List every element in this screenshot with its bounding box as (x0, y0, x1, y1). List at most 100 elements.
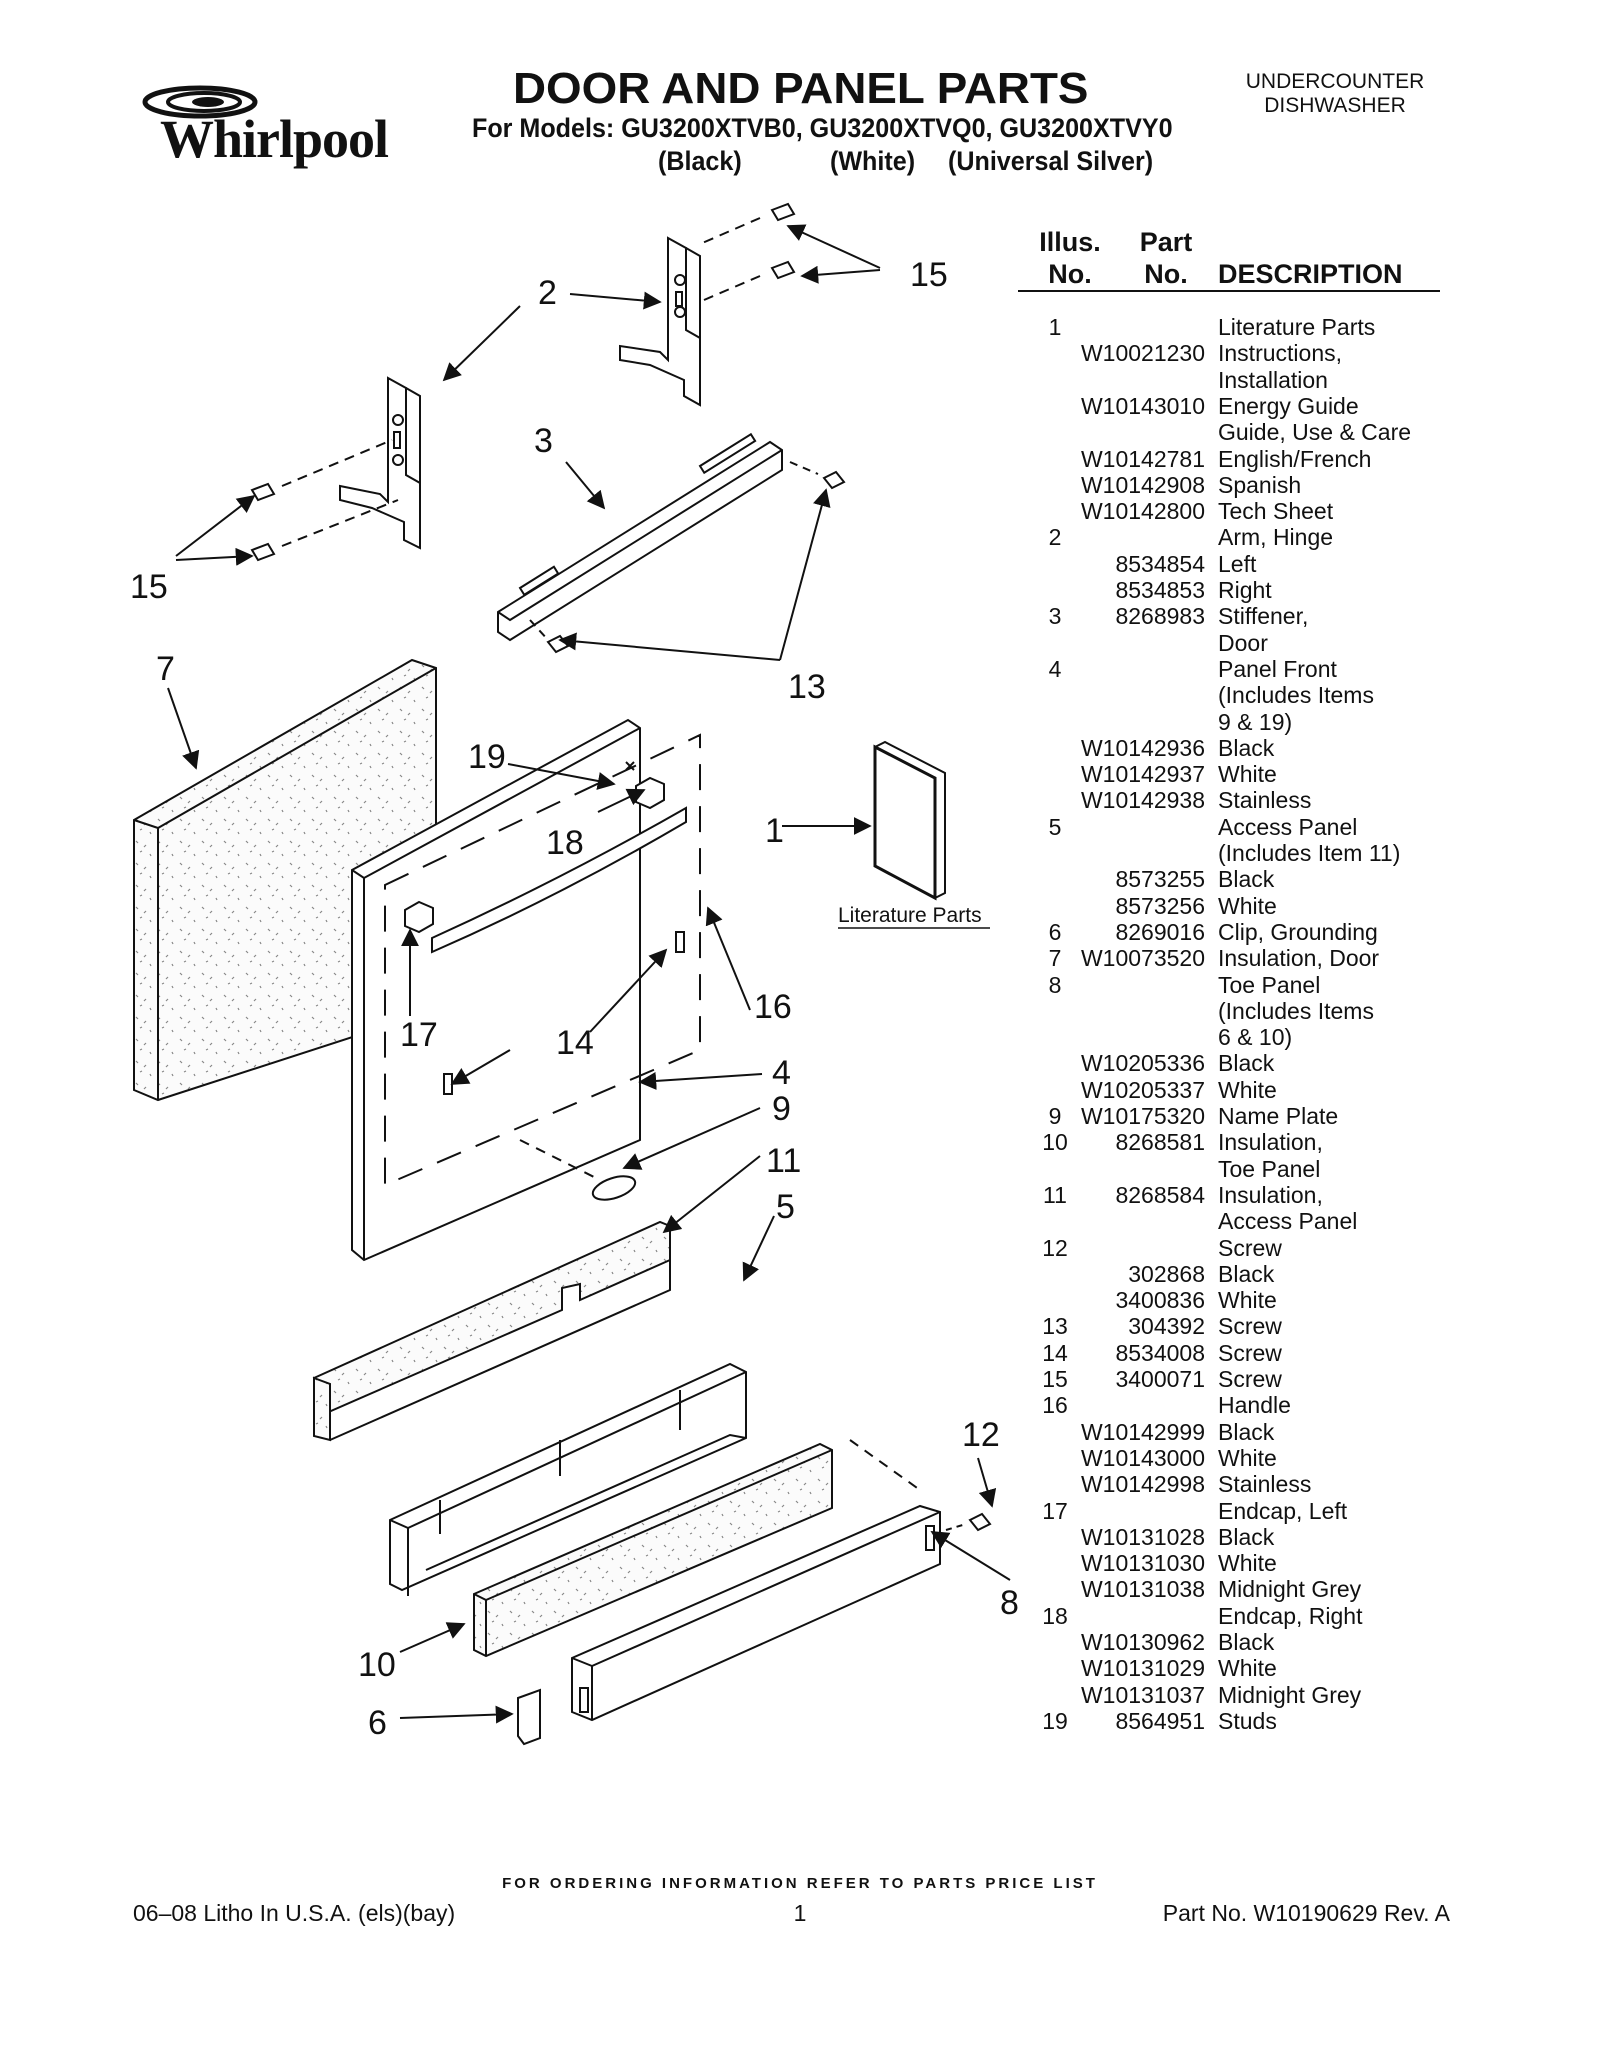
part-description: 9 & 19) (1218, 708, 1293, 735)
part-number: 8268584 (1115, 1181, 1205, 1208)
part-number: W10131030 (1080, 1550, 1205, 1577)
callout-5: 5 (776, 1188, 795, 1226)
table-row: Toe Panel (0, 1156, 1600, 1182)
part-description: Instructions, (1218, 340, 1342, 367)
callout-14: 14 (556, 1024, 594, 1062)
table-row: Guide, Use & Care (0, 419, 1600, 445)
illus-number: 6 (1048, 918, 1062, 945)
toe-panel (571, 1504, 941, 1722)
part-description: Black (1218, 1418, 1275, 1445)
illus-number: 9 (1048, 1103, 1062, 1129)
screw-13-left (546, 634, 570, 654)
callout-15-left: 15 (130, 568, 168, 606)
table-row: W10131028 Black (0, 1524, 1600, 1550)
part-number: W10142800 (1080, 498, 1205, 525)
part-number: W10131028 (1080, 1523, 1205, 1550)
panel-front (351, 718, 701, 1262)
part-description: Tech Sheet (1218, 498, 1334, 525)
part-description: White (1218, 1076, 1277, 1103)
part-description: Panel Front (1218, 655, 1337, 682)
column-header-illus: Illus. No. (1020, 226, 1120, 290)
part-description: Studs (1218, 1707, 1277, 1734)
part-description: Screw (1218, 1234, 1282, 1261)
part-description: Handle (1218, 1392, 1291, 1419)
part-number: 304392 (1128, 1313, 1205, 1340)
model-list: For Models: GU3200XTVB0, GU3200XTVQ0, GU… (472, 113, 1173, 143)
part-number: W10143010 (1080, 392, 1205, 419)
swirl-icon (142, 85, 258, 119)
part-number: 8534853 (1115, 577, 1205, 603)
table-row: 10 8268581 Insulation, (0, 1129, 1600, 1155)
part-number: W10142936 (1080, 734, 1205, 761)
table-row: Door (0, 630, 1600, 656)
callout-1: 1 (765, 812, 784, 850)
screw-13-right (822, 470, 846, 490)
table-row: 16 Handle (0, 1392, 1600, 1418)
hinge-arm-right (619, 236, 701, 407)
part-number: W10143000 (1080, 1444, 1205, 1471)
part-description: (Includes Item 11) (1218, 840, 1401, 866)
part-description: Midnight Grey (1218, 1576, 1362, 1603)
part-number: 8268983 (1115, 603, 1205, 630)
illus-number: 10 (1042, 1129, 1068, 1156)
part-number: 3400071 (1115, 1366, 1205, 1392)
part-description: Access Panel (1218, 813, 1358, 840)
part-description: Door (1218, 629, 1268, 656)
illus-number: 4 (1048, 655, 1062, 682)
part-description: Black (1218, 1523, 1275, 1550)
part-description: Stainless (1218, 1471, 1312, 1498)
part-number: 8534008 (1115, 1339, 1205, 1366)
table-row: W10142936 Black (0, 735, 1600, 761)
illus-number: 16 (1042, 1392, 1068, 1419)
part-description: Insulation, Door (1218, 945, 1380, 972)
illus-number: 3 (1048, 603, 1062, 630)
whirlpool-logo: Whirlpool (130, 80, 389, 170)
part-number: W10142998 (1080, 1471, 1205, 1498)
callout-15-top: 15 (910, 256, 948, 294)
hinge-arm-left (339, 376, 421, 550)
table-row: W10130962 Black (0, 1629, 1600, 1655)
toe-panel-insulation (473, 1442, 833, 1658)
part-number: W10142908 (1080, 471, 1205, 498)
part-number: W10130962 (1080, 1629, 1205, 1655)
product-type: UNDERCOUNTER DISHWASHER (1200, 70, 1470, 118)
part-number: W10142938 (1080, 787, 1205, 814)
callout-8: 8 (1000, 1584, 1019, 1622)
part-number: 8564951 (1115, 1707, 1205, 1734)
part-description: Arm, Hinge (1218, 524, 1334, 551)
part-number: W10142937 (1080, 761, 1205, 788)
part-description: Screw (1218, 1313, 1282, 1340)
ordering-note: FOR ORDERING INFORMATION REFER TO PARTS … (502, 1875, 1098, 1892)
part-description: White (1218, 1287, 1277, 1314)
column-header-part: Part No. (1118, 226, 1214, 290)
callout-10: 10 (358, 1646, 396, 1684)
illus-number: 19 (1042, 1707, 1068, 1734)
part-number: W10175320 (1080, 1103, 1205, 1129)
part-description: Black (1218, 734, 1275, 761)
part-description: English/French (1218, 445, 1372, 472)
part-description: Black (1218, 1629, 1275, 1655)
illus-number: 15 (1042, 1366, 1068, 1392)
part-number: 3400836 (1115, 1287, 1205, 1314)
part-description: Midnight Grey (1218, 1681, 1362, 1708)
illus-number: 11 (1043, 1181, 1067, 1208)
part-no-label: No. (1144, 259, 1188, 289)
callout-13: 13 (788, 668, 826, 706)
part-description: Insulation, (1218, 1129, 1323, 1156)
part-number: 8268581 (1115, 1129, 1205, 1156)
callout-9: 9 (772, 1090, 791, 1128)
